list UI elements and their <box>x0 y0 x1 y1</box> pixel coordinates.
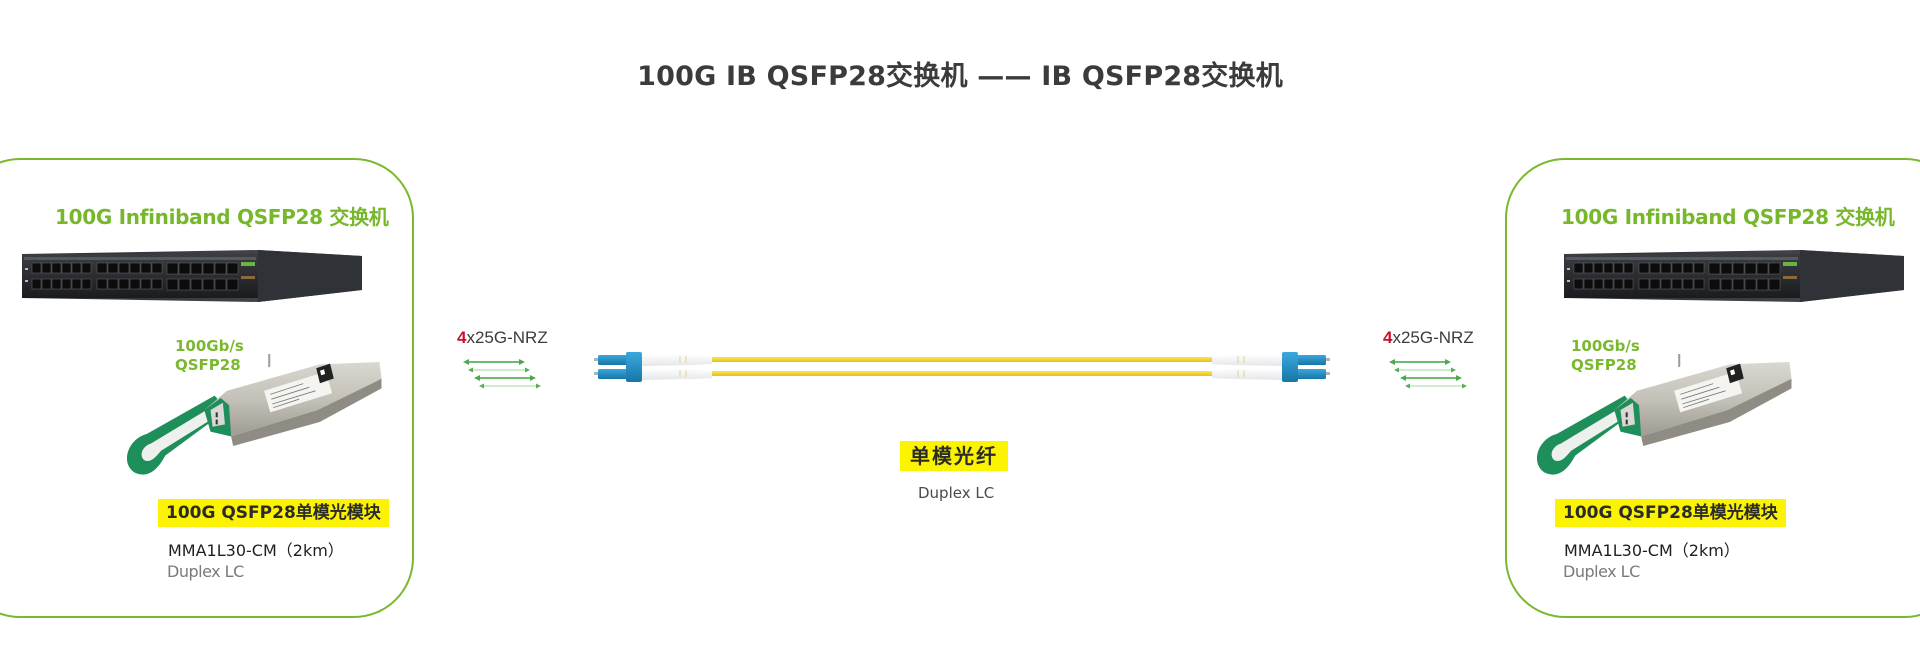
right-module-speed-value: 100Gb/s <box>1571 337 1640 355</box>
qsfp28-transceiver-icon <box>1536 354 1793 476</box>
left-module-speed: 100Gb/s QSFP28 <box>175 337 244 375</box>
right-lane-rate: x25G-NRZ <box>1392 328 1474 347</box>
left-module-connector: Duplex LC <box>167 562 244 581</box>
infiniband-switch-icon <box>22 250 363 303</box>
left-module-form-factor: QSFP28 <box>175 356 241 374</box>
left-lane-spec: 4x25G-NRZ <box>457 328 548 348</box>
right-lane-spec: 4x25G-NRZ <box>1383 328 1474 348</box>
bidirectional-lanes-icon <box>1389 358 1468 390</box>
diagram-title: 100G IB QSFP28交换机 —— IB QSFP28交换机 <box>637 61 1283 92</box>
right-module-model: MMA1L30-CM（2km） <box>1564 541 1740 560</box>
right-module-label: 100G QSFP28单模光模块 <box>1555 499 1786 527</box>
left-module-label: 100G QSFP28单模光模块 <box>158 499 389 527</box>
left-lane-rate: x25G-NRZ <box>466 328 548 347</box>
infiniband-switch-icon <box>1564 250 1905 303</box>
right-switch-title: 100G Infiniband QSFP28 交换机 <box>1561 205 1895 229</box>
fiber-type-label: 单模光纤 <box>900 441 1008 471</box>
right-module-speed: 100Gb/s QSFP28 <box>1571 337 1640 375</box>
right-module-form-factor: QSFP28 <box>1571 356 1637 374</box>
right-module-connector: Duplex LC <box>1563 562 1640 581</box>
left-lane-count: 4 <box>457 328 467 347</box>
fiber-connector-label: Duplex LC <box>918 484 995 502</box>
duplex-lc-fiber-cable-icon <box>593 351 1331 383</box>
left-module-speed-value: 100Gb/s <box>175 337 244 355</box>
left-module-model: MMA1L30-CM（2km） <box>168 541 344 560</box>
bidirectional-lanes-icon <box>463 358 542 390</box>
qsfp28-transceiver-icon <box>126 354 383 476</box>
left-switch-title: 100G Infiniband QSFP28 交换机 <box>55 205 389 229</box>
right-lane-count: 4 <box>1383 328 1393 347</box>
